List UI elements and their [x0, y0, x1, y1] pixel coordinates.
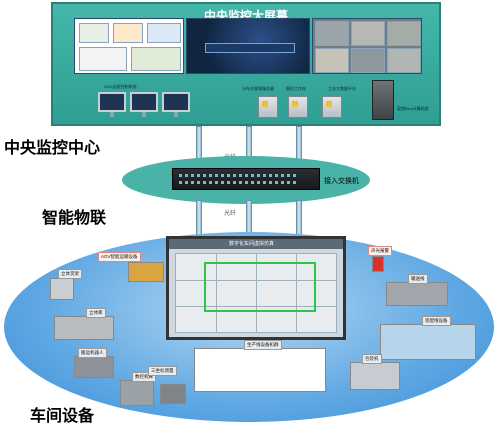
chart-tile — [131, 47, 181, 71]
chart-tile — [79, 23, 109, 43]
chart-tile — [79, 47, 127, 71]
control-center-label: 中央监控中心 — [4, 140, 101, 157]
shelf-device — [50, 278, 74, 300]
bigdata-server-icon — [322, 96, 342, 118]
device-tag-rack: 立体库 — [86, 308, 106, 318]
device-tag-shelf: 立体货架 — [58, 269, 82, 279]
fiber-pipe — [296, 126, 302, 160]
fiber-label-bottom: 光纤 — [224, 211, 237, 217]
server2-label: 图形工作站 — [286, 86, 306, 91]
switch-label: 接入交换机 — [324, 178, 359, 185]
workstation-icon — [288, 96, 308, 118]
wall-panel-cameras — [312, 18, 422, 74]
wall-panel-dashboard — [74, 18, 184, 74]
monitor-stand — [110, 112, 114, 117]
camera-feed — [315, 48, 349, 73]
device-tag-alarm: 声光报警 — [368, 246, 392, 256]
server3-label: 工业大数据平台 — [328, 86, 356, 91]
device-tag-robot: 搬运机器人 — [78, 348, 107, 358]
monitor-stand — [174, 112, 178, 117]
device-tag-production: 生产线设备机群 — [244, 340, 282, 350]
camera-feed — [387, 21, 421, 46]
chart-tile — [113, 23, 143, 43]
screen-title: 数字化车间虚拟仿真 — [229, 241, 275, 247]
server1-label: 分布式视频服务器 — [242, 86, 274, 91]
production-line-device — [194, 348, 326, 392]
monitor-icon — [130, 92, 158, 112]
dnc-label: DNC远程控制系统 — [104, 84, 137, 89]
device-tag-conveyor: 输送线 — [408, 274, 428, 284]
iot-label: 智能物联 — [42, 210, 107, 227]
screen-header — [169, 239, 343, 249]
wall-login-bar — [205, 43, 295, 53]
cmm-device — [160, 384, 186, 404]
wall-panel-center — [186, 18, 310, 74]
camera-feed — [351, 21, 385, 46]
chart-tile — [147, 23, 181, 43]
camera-feed — [387, 48, 421, 73]
rack-device — [54, 316, 114, 340]
access-switch — [172, 168, 320, 190]
alarm-device — [372, 256, 384, 272]
lathe-device — [120, 380, 154, 406]
server-icon — [258, 96, 278, 118]
camera-feed — [315, 21, 349, 46]
fiber-pipe — [246, 126, 252, 160]
conveyor-device — [386, 282, 448, 306]
packaging-device — [350, 362, 400, 390]
camera-feed — [351, 48, 385, 73]
cabinet-label: 容错Bios计算机组 — [397, 106, 429, 111]
device-tag-agv: AGV智能运输设备 — [98, 252, 141, 262]
workshop-label: 车间设备 — [30, 408, 95, 425]
robot-arm-device — [74, 356, 114, 378]
device-tag-cmm: 三坐标测量 — [148, 366, 177, 376]
monitor-stand — [142, 112, 146, 117]
cabinet-icon — [372, 80, 394, 120]
assembly-device — [380, 324, 476, 360]
monitor-icon — [162, 92, 190, 112]
device-tag-packaging: 包装机 — [362, 354, 382, 364]
agv-device — [128, 262, 164, 282]
monitor-icon — [98, 92, 126, 112]
fiber-pipe — [196, 126, 202, 160]
workshop-simulation-screen: 数字化车间虚拟仿真 — [166, 236, 346, 340]
device-tag-assembly: 装配线设备 — [422, 316, 451, 326]
screen-floorplan — [175, 253, 337, 333]
device-tag-lathe: 数控机床 — [132, 372, 156, 382]
